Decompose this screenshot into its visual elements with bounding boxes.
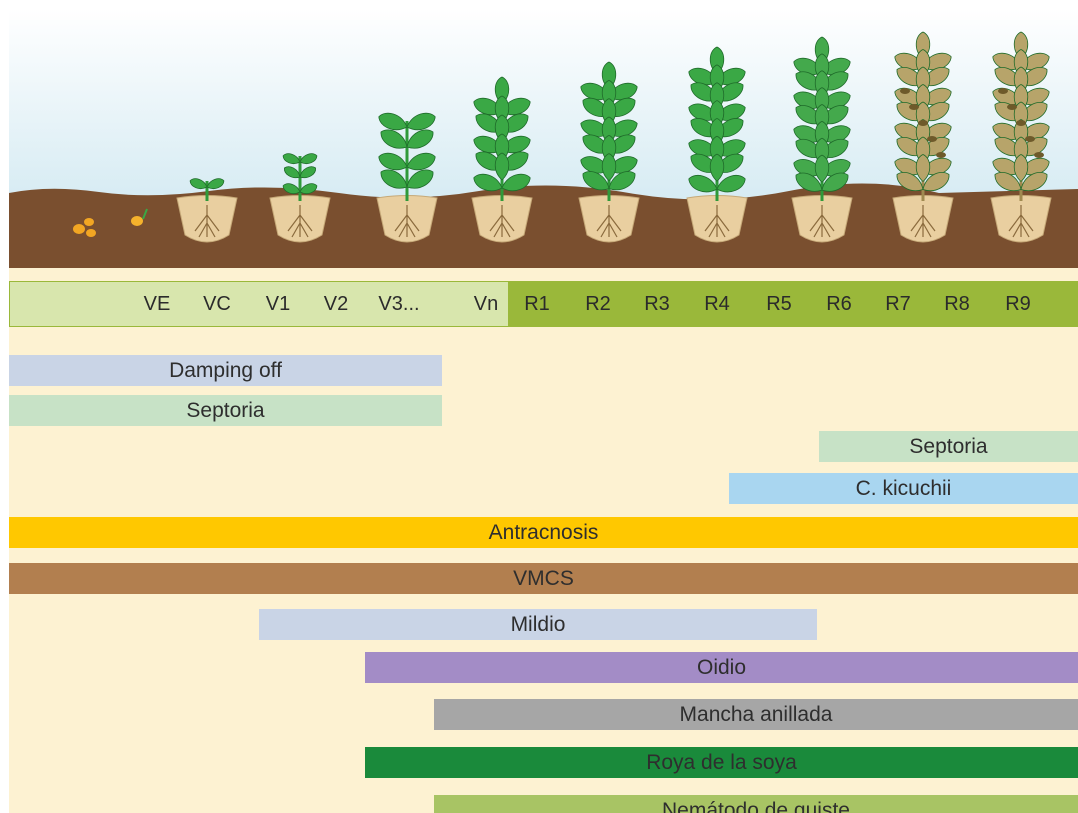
soil-edge xyxy=(9,268,1078,281)
disease-bars: Damping off Septoria Septoria C. kicuchi… xyxy=(9,327,1078,813)
bar-roya-de-la-soya: Roya de la soya xyxy=(365,747,1078,778)
growth-stage-band: VE VC V1 V2 V3... Vn R1 R2 R3 R4 R5 R6 R… xyxy=(9,281,1078,327)
stage-label-r4: R4 xyxy=(687,281,747,327)
bar-mildio: Mildio xyxy=(259,609,817,640)
bar-antracnosis: Antracnosis xyxy=(9,517,1078,548)
bar-vmcs: VMCS xyxy=(9,563,1078,594)
stage-label-r1: R1 xyxy=(507,281,567,327)
stage-label-r3: R3 xyxy=(627,281,687,327)
stage-label-r8: R8 xyxy=(927,281,987,327)
soybean-disease-diagram: VE VC V1 V2 V3... Vn R1 R2 R3 R4 R5 R6 R… xyxy=(9,9,1078,813)
stage-label-r6: R6 xyxy=(809,281,869,327)
plant-r8 xyxy=(990,32,1052,242)
bar-c-kicuchii: C. kicuchii xyxy=(729,473,1078,504)
bar-mancha-anillada: Mancha anillada xyxy=(434,699,1078,730)
seed xyxy=(84,218,94,226)
stage-label-vc: VC xyxy=(187,281,247,327)
plant-v3 xyxy=(471,77,533,242)
plant-r4 xyxy=(791,37,853,242)
stage-label-v3: V3... xyxy=(369,281,429,327)
stage-label-r2: R2 xyxy=(568,281,628,327)
plant-growth-illustration xyxy=(9,9,1078,281)
stage-label-r7: R7 xyxy=(868,281,928,327)
seed xyxy=(73,224,85,234)
bar-septoria-late: Septoria xyxy=(819,431,1078,462)
bar-damping-off: Damping off xyxy=(9,355,442,386)
plant-r2 xyxy=(686,47,748,242)
bar-oidio: Oidio xyxy=(365,652,1078,683)
stage-label-r9: R9 xyxy=(988,281,1048,327)
stage-label-ve: VE xyxy=(127,281,187,327)
stage-label-r5: R5 xyxy=(749,281,809,327)
plant-r6 xyxy=(892,32,954,242)
germinating-seed xyxy=(131,216,143,226)
seed xyxy=(86,229,96,237)
bar-nematodo-de-quiste: Nemátodo de quiste xyxy=(434,795,1078,813)
bar-septoria-early: Septoria xyxy=(9,395,442,426)
stage-label-v1: V1 xyxy=(248,281,308,327)
stage-label-v2: V2 xyxy=(306,281,366,327)
